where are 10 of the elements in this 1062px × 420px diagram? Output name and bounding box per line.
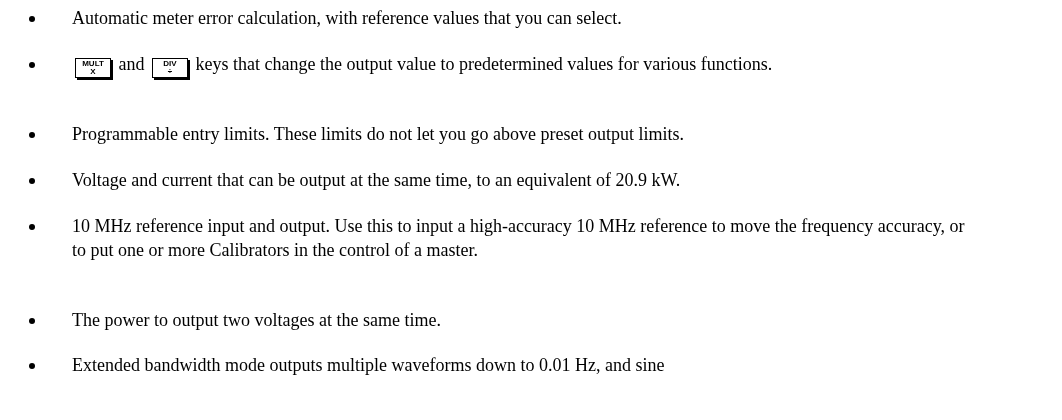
bullet-text: The power to output two voltages at the same time. xyxy=(72,310,441,330)
bullet-text: Programmable entry limits. These limits do not let you go above preset output limits. xyxy=(72,124,685,144)
key-cap: DIV ÷ xyxy=(152,58,188,78)
bullet-text: Automatic meter error calculation, with reference values that you can select. xyxy=(72,8,622,28)
bullet-text: and xyxy=(118,54,145,74)
bullet-text: Voltage and current that can be output at the same time, to an equivalent of 20.9 kW. xyxy=(72,170,681,190)
bullet-text: keys that change the output value to predetermined values for various functions. xyxy=(195,54,773,74)
key-cap: MULT X xyxy=(75,58,111,78)
bullet-text: 10 MHz reference input and output. Use this to input a high-accuracy 10 MHz reference to move the frequency accuracy, or to put one or more Calibrators in the control of a master. xyxy=(72,216,965,260)
bullet-text: Extended bandwidth mode outputs multiple waveforms down to 0.01 Hz, and sine xyxy=(72,355,665,375)
